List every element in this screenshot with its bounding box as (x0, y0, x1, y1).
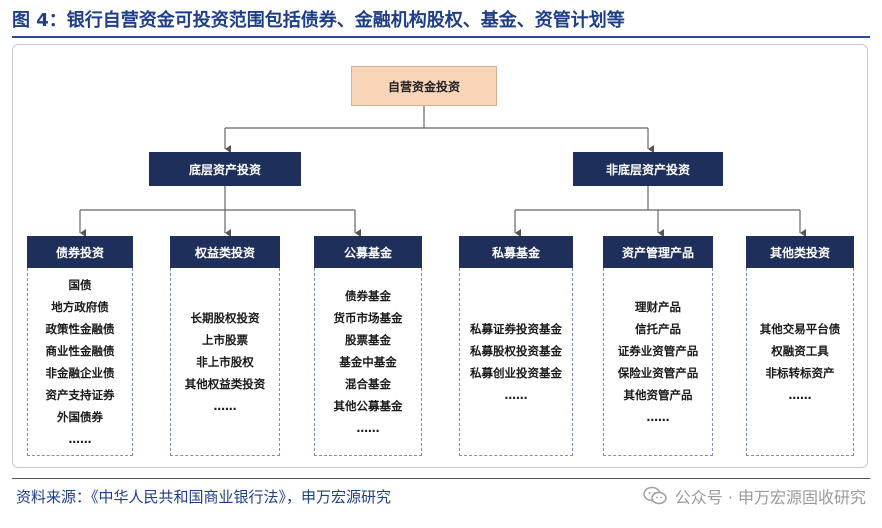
list-item: …… (646, 409, 670, 424)
root-node: 自营资金投资 (351, 66, 497, 106)
list-item: …… (504, 387, 528, 402)
title-divider (12, 36, 870, 38)
list-item: 债券基金 (345, 288, 391, 303)
list-item: 理财产品 (635, 299, 681, 314)
branch-non-underlying-assets: 非底层资产投资 (573, 152, 723, 186)
list-item: 非金融企业债 (45, 365, 115, 380)
list-item: 权融资工具 (771, 343, 829, 358)
watermark-text: 公众号 · 申万宏源固收研究 (674, 488, 866, 507)
list-item: …… (788, 387, 812, 402)
branch-underlying-assets: 底层资产投资 (149, 152, 301, 186)
list-equity-investment: 长期股权投资 上市股票 非上市股权 其他权益类投资 …… (170, 268, 280, 456)
list-item: 长期股权投资 (190, 310, 260, 325)
list-item: 外国债券 (57, 409, 103, 424)
list-item: 商业性金融债 (45, 343, 115, 358)
diagram-frame (12, 44, 868, 468)
category-equity-investment: 权益类投资 (170, 236, 280, 268)
list-item: 证券业资管产品 (617, 343, 699, 358)
list-bond-investment: 国债 地方政府债 政策性金融债 商业性金融债 非金融企业债 资产支持证券 外国债… (27, 268, 133, 456)
list-item: 非上市股权 (196, 354, 254, 369)
category-public-funds: 公募基金 (314, 236, 422, 268)
source-note: 资料来源：《中华人民共和国商业银行法》，申万宏源研究 (16, 488, 392, 506)
list-asset-management-products: 理财产品 信托产品 证券业资管产品 保险业资管产品 其他资管产品 …… (603, 268, 713, 456)
list-item: 股票基金 (345, 332, 391, 347)
list-item: 私募证券投资基金 (470, 321, 562, 336)
category-asset-management-products: 资产管理产品 (603, 236, 713, 268)
list-item: …… (213, 398, 237, 413)
list-item: 其他公募基金 (333, 398, 403, 413)
list-public-funds: 债券基金 货币市场基金 股票基金 基金中基金 混合基金 其他公募基金 …… (314, 268, 422, 456)
list-private-funds: 私募证券投资基金 私募股权投资基金 私募创业投资基金 …… (459, 268, 573, 456)
list-item: 资产支持证券 (45, 387, 115, 402)
list-item: 混合基金 (345, 376, 391, 391)
list-item: 国债 (68, 277, 92, 292)
list-item: 政策性金融债 (45, 321, 115, 336)
watermark: 公众号 · 申万宏源固收研究 (642, 484, 866, 508)
list-item: 其他资管产品 (623, 387, 693, 402)
list-item: 地方政府债 (51, 299, 109, 314)
category-other-investment: 其他类投资 (746, 236, 854, 268)
list-item: 私募股权投资基金 (470, 343, 562, 358)
category-bond-investment: 债券投资 (27, 236, 133, 268)
list-item: 其他权益类投资 (184, 376, 266, 391)
list-item: …… (68, 431, 92, 446)
wechat-icon (642, 486, 667, 505)
list-item: 私募创业投资基金 (470, 365, 562, 380)
footer-divider (12, 478, 870, 479)
list-other-investment: 其他交易平台债 权融资工具 非标转标资产 …… (746, 268, 854, 456)
list-item: 货币市场基金 (333, 310, 403, 325)
list-item: 保险业资管产品 (617, 365, 699, 380)
category-private-funds: 私募基金 (459, 236, 573, 268)
list-item: 上市股票 (202, 332, 248, 347)
list-item: 信托产品 (635, 321, 681, 336)
figure-title: 图 4：银行自营资金可投资范围包括债券、金融机构股权、基金、资管计划等 (12, 10, 625, 31)
list-item: 其他交易平台债 (759, 321, 841, 336)
list-item: …… (356, 420, 380, 435)
list-item: 基金中基金 (339, 354, 397, 369)
list-item: 非标转标资产 (765, 365, 835, 380)
